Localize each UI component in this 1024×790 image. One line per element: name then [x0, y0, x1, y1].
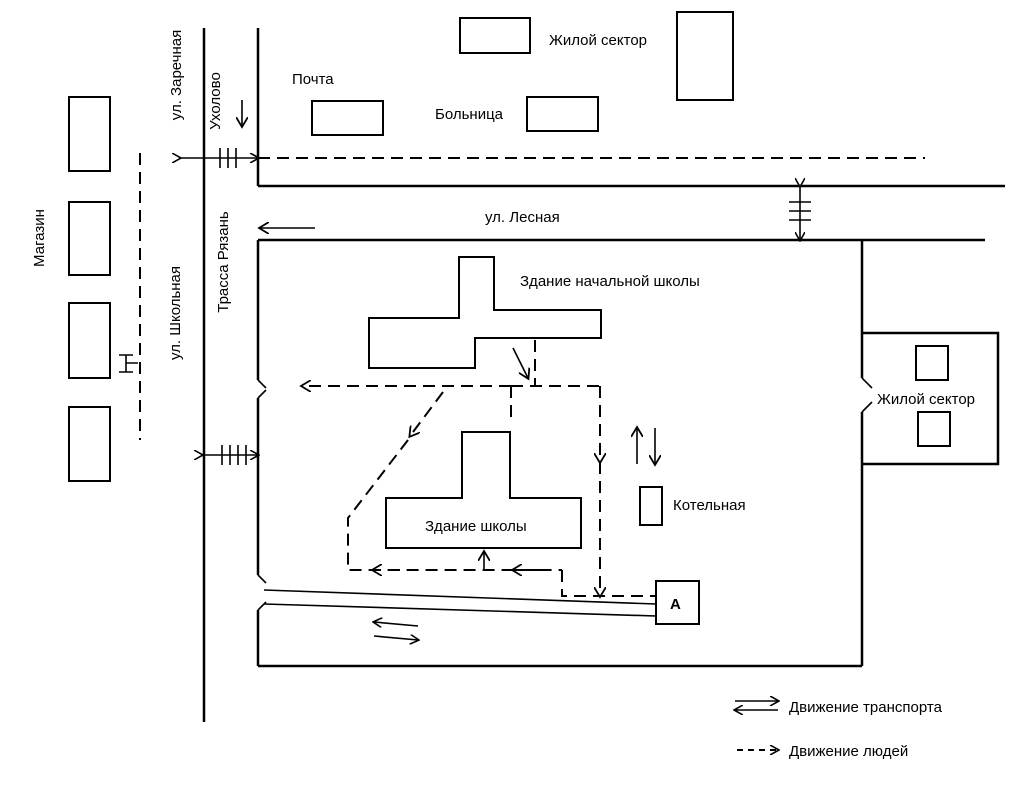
label-trassa: Трасса Рязань: [215, 211, 232, 313]
school-site-boundary: [256, 240, 873, 668]
school-yard-pedestrian-paths: [302, 340, 655, 596]
label-magazin: Магазин: [31, 209, 48, 267]
residential-block-right: [862, 331, 1000, 466]
crossing-marker: [119, 354, 138, 373]
label-zarechnaya: ул. Заречная: [168, 30, 185, 120]
label-ukholovo: Ухолово: [207, 72, 224, 130]
label-lesnaya: ул. Лесная: [485, 209, 560, 226]
post-office-building: [311, 100, 384, 136]
label-kotelnaya: Котельная: [673, 497, 746, 514]
hospital-building: [526, 96, 599, 132]
shop-building-3: [68, 302, 111, 379]
vehicle-road-upper: [263, 589, 657, 605]
vehicle-road-lower: [263, 603, 657, 617]
residential-building-top-1: [459, 17, 531, 54]
label-point-a: А: [670, 596, 681, 613]
label-nachalnaya: Здание начальной школы: [520, 273, 700, 290]
shop-building-1: [68, 96, 111, 172]
shop-building-4: [68, 406, 111, 482]
shop-buildings: [68, 96, 111, 482]
label-zhiloy-right: Жилой сектор: [877, 391, 975, 408]
point-a-box: [655, 580, 700, 625]
zarechnaya-crossing: [180, 148, 258, 168]
boiler-house-building: [639, 486, 663, 526]
transport-arrow-left: [374, 622, 419, 626]
legend: [735, 701, 778, 750]
main-school-building: [385, 431, 582, 549]
label-shkola: Здание школы: [425, 518, 527, 535]
label-bolnitsa: Больница: [435, 106, 504, 123]
shkolnaya-crossing: [202, 445, 258, 465]
legend-transport-label: Движение транспорта: [789, 699, 943, 716]
transport-arrow-right: [373, 636, 418, 640]
label-pochta: Почта: [292, 71, 334, 88]
residential-building-top-2: [676, 11, 734, 101]
label-zhiloy-top: Жилой сектор: [549, 32, 647, 49]
label-shkolnaya: ул. Школьная: [167, 266, 184, 360]
legend-people-label: Движение людей: [789, 743, 908, 760]
shop-building-2: [68, 201, 111, 276]
lesnaya-crossing: [789, 186, 811, 240]
elementary-school-building: [368, 256, 602, 369]
